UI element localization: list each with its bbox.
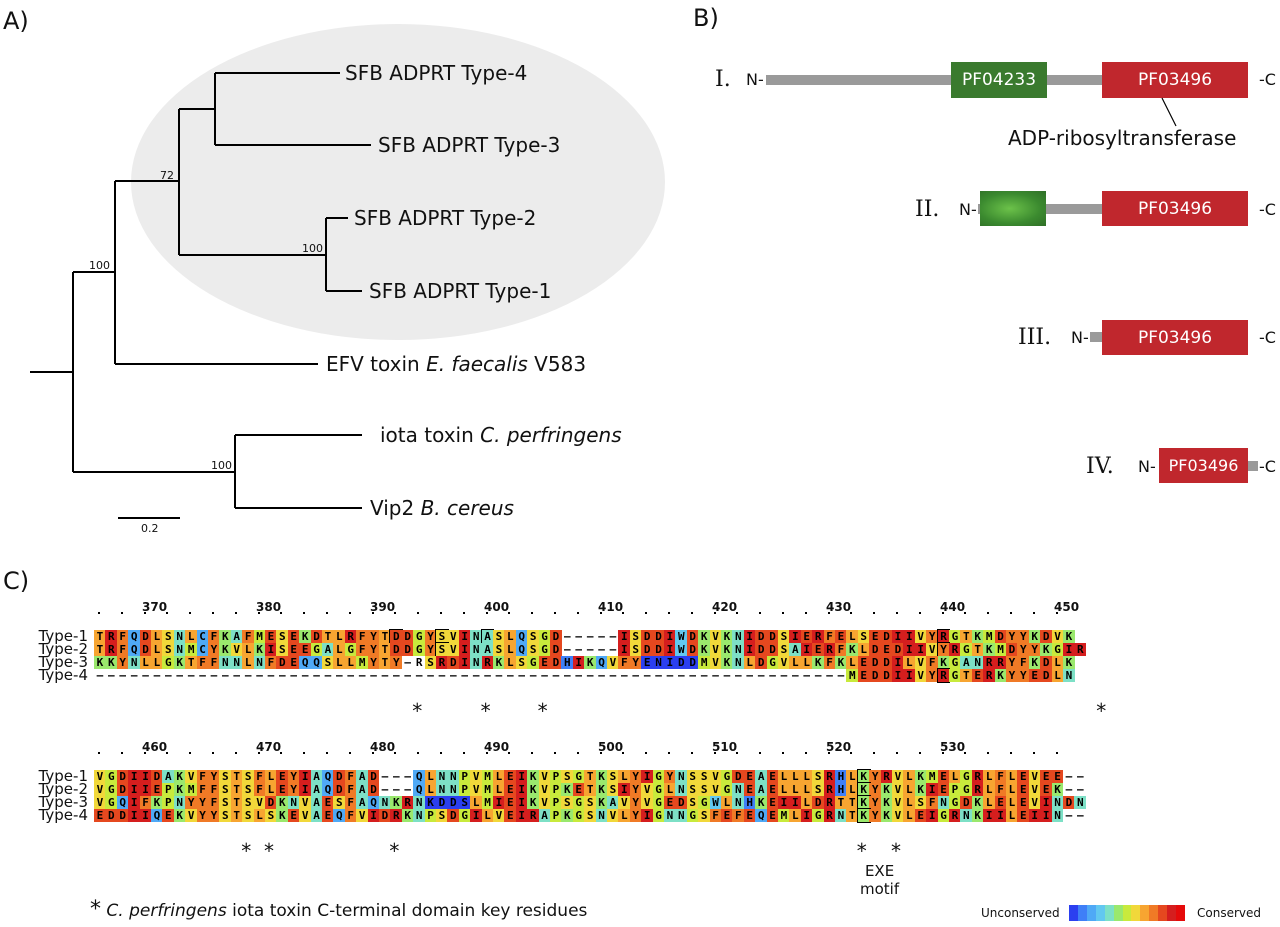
legend-swatch [1069, 905, 1078, 921]
position-number: 400 [484, 600, 510, 614]
domain-pf03496-1: PF03496 [1102, 62, 1248, 98]
conservation-color-scale [1069, 905, 1185, 921]
position-number: 470 [256, 740, 282, 754]
sequence-name: Type-1 [38, 627, 88, 645]
domain-pf03496-2: PF03496 [1102, 191, 1248, 226]
leaf-sfb-type3: SFB ADPRT Type-3 [378, 133, 561, 157]
legend-unconserved: Unconserved [981, 906, 1060, 920]
legend-swatch [1149, 905, 1159, 921]
tree-branches [30, 72, 371, 519]
legend-swatch [1176, 905, 1185, 921]
position-number: 510 [712, 740, 738, 754]
legend-swatch [1095, 905, 1105, 921]
legend-swatch [1104, 905, 1114, 921]
scale-bar-label: 0.2 [141, 522, 159, 535]
legend-conserved: Conserved [1197, 906, 1261, 920]
protein-backbone-4 [1248, 461, 1258, 471]
panel-label-a: A) [3, 7, 29, 35]
row-label-4: IV. [1086, 454, 1114, 479]
footnote: * C. perfringens iota toxin C-terminal d… [90, 897, 588, 922]
domain-pf03496-3: PF03496 [1102, 320, 1248, 355]
bootstrap-100-iota: 100 [211, 459, 232, 472]
row-label-3: III. [1018, 325, 1052, 350]
ruler-dots [94, 612, 1074, 616]
n-terminus-1: N- [746, 70, 764, 89]
position-number: 460 [142, 740, 168, 754]
key-residue-star: * [480, 699, 491, 723]
position-number: 530 [940, 740, 966, 754]
position-number: 500 [598, 740, 624, 754]
key-residue-star: * [241, 839, 252, 863]
sequence-name: Type-2 [38, 640, 88, 658]
leaf-iota-toxin: iota toxin C. perfringens [380, 423, 622, 447]
c-terminus-1: -C [1259, 70, 1276, 89]
sequence-name: Type-3 [38, 793, 88, 811]
domain-pf03496-4: PF03496 [1159, 448, 1248, 483]
panel-label-c: C) [3, 567, 30, 595]
leaf-efv-toxin: EFV toxin E. faecalis V583 [326, 352, 587, 376]
legend-swatch [1077, 905, 1087, 921]
sequence-name: Type-3 [38, 653, 88, 671]
key-residue-star: * [264, 839, 274, 863]
position-number: 480 [370, 740, 396, 754]
position-number: 380 [256, 600, 282, 614]
legend-swatch [1140, 905, 1150, 921]
leaf-sfb-type4: SFB ADPRT Type-4 [345, 61, 528, 85]
position-number: 420 [712, 600, 738, 614]
n-terminus-2: N- [959, 200, 977, 219]
n-terminus-3: N- [1071, 328, 1089, 347]
position-number: 370 [142, 600, 168, 614]
legend-swatch [1086, 905, 1096, 921]
legend-swatch [1158, 905, 1168, 921]
key-residue-star: * [1096, 699, 1107, 723]
leaf-sfb-type2: SFB ADPRT Type-2 [354, 206, 537, 230]
legend-swatch [1131, 905, 1141, 921]
sequence-name: Type-4 [38, 806, 88, 824]
key-residue-star: * [856, 839, 867, 863]
c-terminus-3: -C [1259, 328, 1276, 347]
sequence-name: Type-2 [38, 780, 88, 798]
domain-pf04233: PF04233 [951, 62, 1047, 98]
legend-swatch [1122, 905, 1132, 921]
row-label-1: I. [715, 67, 731, 92]
position-number: 410 [598, 600, 624, 614]
panel-label-b: B) [693, 4, 719, 32]
c-terminus-2: -C [1259, 200, 1276, 219]
n-terminus-4: N- [1138, 457, 1156, 476]
position-number: 520 [826, 740, 852, 754]
legend-swatch [1167, 905, 1177, 921]
position-number: 490 [484, 740, 510, 754]
sequence-name: Type-1 [38, 767, 88, 785]
ruler-dots [94, 752, 1074, 756]
legend-swatch [1113, 905, 1123, 921]
adp-ribosyltransferase-label: ADP-ribosyltransferase [1008, 126, 1237, 150]
sequence-name: Type-4 [38, 666, 88, 684]
position-number: 450 [1054, 600, 1080, 614]
key-residue-star: * [891, 839, 901, 863]
domain-partial-green [980, 191, 1046, 226]
bootstrap-72: 72 [160, 169, 174, 182]
key-residue-star: * [537, 699, 548, 723]
position-number: 440 [940, 600, 966, 614]
key-residue-star: * [389, 839, 400, 863]
annotation-pointer [1161, 97, 1177, 127]
bootstrap-100-root: 100 [89, 259, 110, 272]
phylogenetic-tree [30, 24, 665, 519]
position-number: 390 [370, 600, 396, 614]
leaf-sfb-type1: SFB ADPRT Type-1 [369, 279, 552, 303]
leaf-vip2: Vip2 B. cereus [370, 496, 514, 520]
sfb-clade-highlight [131, 24, 665, 340]
position-number: 430 [826, 600, 852, 614]
row-label-2: II. [915, 197, 940, 222]
exe-motif-label: EXE motif [860, 862, 900, 898]
bootstrap-100-sfb: 100 [302, 242, 323, 255]
key-residue-star: * [412, 699, 423, 723]
c-terminus-4: -C [1259, 457, 1276, 476]
